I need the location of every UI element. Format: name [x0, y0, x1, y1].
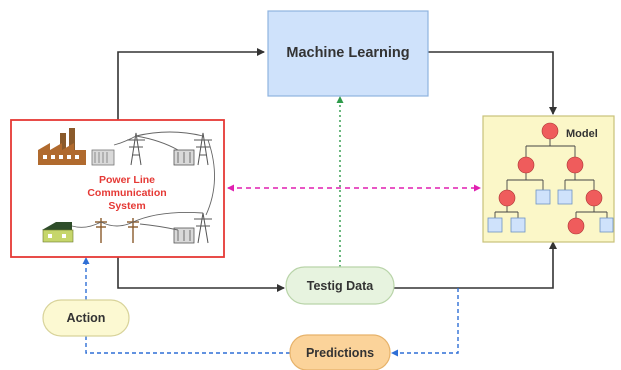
tree-node [566, 156, 584, 174]
factory-icon [38, 128, 86, 165]
action-label: Action [67, 311, 106, 325]
model-label: Model [566, 128, 598, 140]
machine-learning-node: Machine Learning [267, 10, 429, 97]
arrow-testing-to-model [394, 241, 557, 289]
arrow-plc-to-testing [117, 257, 285, 292]
testing-data-label: Testig Data [307, 279, 374, 293]
transformer-icon [173, 149, 195, 166]
arrow-ml-to-model [428, 51, 557, 115]
arrow-to-predictions [391, 288, 459, 357]
tree-leaf [599, 217, 614, 233]
transmission-tower-icon [194, 132, 212, 166]
predictions-node: Predictions [289, 334, 391, 370]
arrow-plc-to-ml [117, 48, 265, 120]
tree-leaf [535, 189, 551, 205]
tree-node [498, 189, 516, 207]
decision-tree-edges [494, 139, 608, 218]
plc-node: Power Line Communication System [10, 119, 225, 258]
tree-node [567, 217, 585, 235]
arrow-predictions-to-plc [85, 336, 290, 354]
tree-leaf [487, 217, 503, 233]
transformer-icon [173, 227, 195, 244]
tree-leaf [557, 189, 573, 205]
model-node: Model [482, 115, 615, 243]
tree-node [585, 189, 603, 207]
tree-node [541, 122, 559, 140]
transmission-tower-icon [127, 132, 145, 166]
plc-label-line2: Communication [87, 187, 166, 199]
plc-label-line3: System [108, 200, 145, 212]
tree-leaf [510, 217, 526, 233]
house-icon [42, 222, 74, 243]
action-node: Action [42, 299, 130, 337]
tree-node [517, 156, 535, 174]
machine-learning-label: Machine Learning [286, 45, 409, 61]
testing-data-node: Testig Data [285, 266, 395, 305]
transformer-icon [91, 149, 115, 166]
plc-label-line1: Power Line [99, 174, 155, 186]
predictions-label: Predictions [306, 346, 374, 360]
